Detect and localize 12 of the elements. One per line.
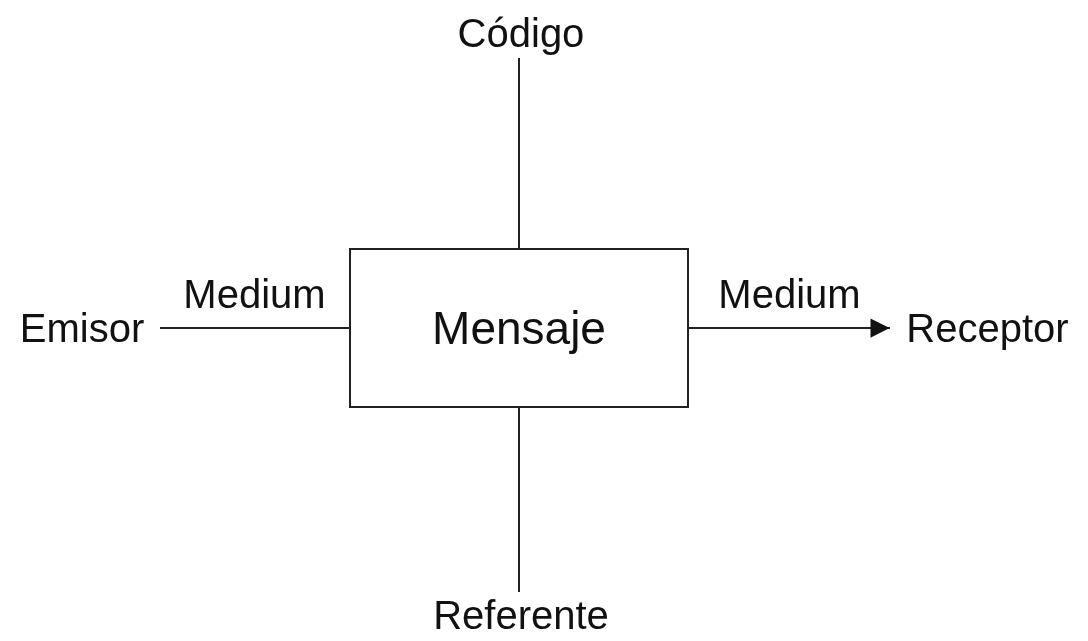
box-label: Mensaje <box>432 302 606 354</box>
edge-label: Medium <box>718 272 861 316</box>
connector-line <box>159 327 350 329</box>
message-box <box>349 248 689 408</box>
node-label: Emisor <box>4 305 160 351</box>
node-label: Código <box>421 8 621 58</box>
connector-line <box>518 57 520 249</box>
edge-label: Medium <box>183 272 326 316</box>
node-label: Referente <box>411 592 631 638</box>
connector-line <box>518 407 520 593</box>
arrow <box>688 318 891 338</box>
node-label: Receptor <box>890 305 1085 351</box>
